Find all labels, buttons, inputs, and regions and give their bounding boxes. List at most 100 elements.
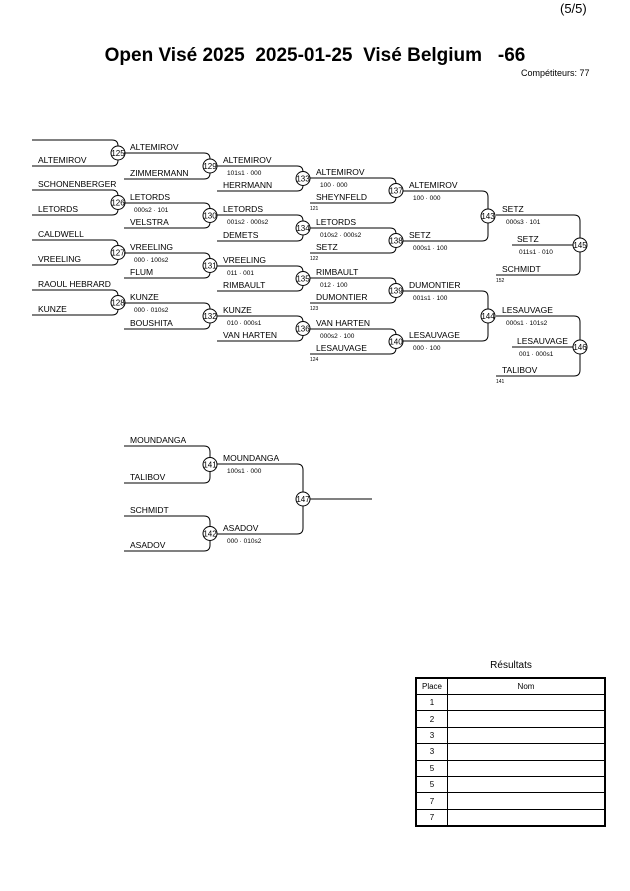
competitor-name: ALTEMIROV [38, 155, 87, 165]
result-place: 3 [415, 743, 448, 761]
results-row: 7 [415, 792, 606, 810]
match-number-circle [480, 208, 496, 224]
competitor-name: LETORDS [316, 217, 356, 227]
competitor-name: LESAUVAGE [409, 330, 460, 340]
result-name [447, 693, 606, 712]
match-number: 132 [203, 312, 217, 321]
results-row: 5 [415, 775, 606, 794]
page-number: (5/5) [560, 1, 587, 16]
match-score: 000 · 100s2 [134, 257, 169, 264]
competitor-name: CALDWELL [38, 229, 84, 239]
results-row: 7 [415, 808, 606, 827]
match-number-circle [572, 237, 588, 253]
place-column-header: Place [415, 677, 448, 695]
result-place: 2 [415, 710, 448, 728]
competitor-name: LESAUVAGE [502, 305, 553, 315]
competitor-name: ASADOV [130, 540, 166, 550]
competitor-name: ZIMMERMANN [130, 168, 189, 178]
result-name [447, 710, 606, 728]
result-place: 7 [415, 792, 448, 810]
result-place: 7 [415, 808, 448, 827]
match-score: 000s2 · 101 [134, 207, 169, 214]
competitor-name: TALIBOV [130, 472, 166, 482]
match-number: 134 [296, 224, 310, 233]
competitor-name: KUNZE [38, 304, 67, 314]
match-number: 136 [296, 325, 310, 334]
result-place: 5 [415, 759, 448, 777]
competitor-name: VREELING [38, 254, 81, 264]
competitor-name: VELSTRA [130, 217, 169, 227]
competitor-name: LETORDS [130, 192, 170, 202]
match-number: 146 [573, 343, 587, 352]
competitor-name: DUMONTIER [316, 292, 367, 302]
match-number: 141 [203, 461, 217, 470]
match-score: 001s1 · 100 [413, 295, 448, 302]
match-reference: 123 [310, 306, 319, 312]
competitor-name: FLUM [130, 267, 153, 277]
match-reference: 121 [310, 206, 319, 212]
results-table: Place Nom 1 2 3 3 5 5 7 7 [415, 677, 606, 828]
competitor-name: ASADOV [223, 523, 259, 533]
competitor-name: SETZ [517, 234, 539, 244]
match-reference: 141 [496, 379, 505, 385]
competitor-name: ALTEMIROV [316, 167, 365, 177]
competitor-name: SHEYNFELD [316, 192, 367, 202]
match-number: 147 [296, 495, 310, 504]
result-name [447, 792, 606, 810]
match-score: 010s2 · 000s2 [320, 232, 362, 239]
competitor-name: HERRMANN [223, 180, 272, 190]
match-score: 000s1 · 101s2 [506, 320, 548, 327]
match-number-circle [480, 308, 496, 324]
match-score: 011 · 001 [227, 270, 254, 277]
competitor-name: SCHMIDT [130, 505, 169, 515]
competitor-name: LESAUVAGE [316, 343, 367, 353]
match-score: 011s1 · 010 [519, 249, 553, 256]
competitor-name: DEMETS [223, 230, 259, 240]
competitor-name: KUNZE [223, 305, 252, 315]
match-score: 100 · 000 [320, 182, 348, 189]
competitor-name: VREELING [223, 255, 266, 265]
match-number: 142 [203, 530, 217, 539]
results-header-row: Place Nom [415, 677, 606, 695]
match-score: 000 · 010s2 [134, 307, 169, 314]
match-score: 100s1 · 000 [227, 468, 262, 475]
match-number: 144 [481, 312, 495, 321]
match-number: 130 [203, 212, 217, 221]
result-name [447, 743, 606, 761]
competitor-name: MOUNDANGA [130, 435, 187, 445]
competitor-name: ALTEMIROV [409, 180, 458, 190]
result-name [447, 726, 606, 745]
competitor-name: ALTEMIROV [130, 142, 179, 152]
competitor-name: VAN HARTEN [316, 318, 370, 328]
match-reference: 122 [310, 256, 319, 262]
competitor-name: BOUSHITA [130, 318, 173, 328]
match-number: 138 [389, 237, 403, 246]
match-number: 131 [203, 262, 217, 271]
result-name [447, 808, 606, 827]
event-location: Visé Belgium [363, 45, 483, 66]
competitor-name: RIMBAULT [223, 280, 265, 290]
result-name [447, 775, 606, 794]
competitor-name: VAN HARTEN [223, 330, 277, 340]
results-row: 2 [415, 710, 606, 728]
competitor-name: RIMBAULT [316, 267, 358, 277]
competitor-name: SETZ [316, 242, 338, 252]
match-reference: 152 [496, 278, 505, 284]
match-number-circle [572, 339, 588, 355]
page-title: Open Visé 2025 2025-01-25 Visé Belgium -… [0, 45, 630, 67]
match-score: 000 · 010s2 [227, 538, 262, 545]
competitor-name: LETORDS [38, 204, 78, 214]
results-row: 3 [415, 743, 606, 761]
competitor-name: ALTEMIROV [223, 155, 272, 165]
match-number: 125 [111, 149, 125, 158]
match-score: 101s1 · 000 [227, 170, 262, 177]
competitor-name: SETZ [409, 230, 431, 240]
match-score: 000 · 100 [413, 345, 441, 352]
event-name: Open Visé 2025 [104, 45, 245, 66]
match-score: 100 · 000 [413, 195, 441, 202]
match-number: 135 [296, 275, 310, 284]
competitor-name: VREELING [130, 242, 173, 252]
match-score: 012 · 100 [320, 282, 348, 289]
match-number: 140 [389, 338, 403, 347]
